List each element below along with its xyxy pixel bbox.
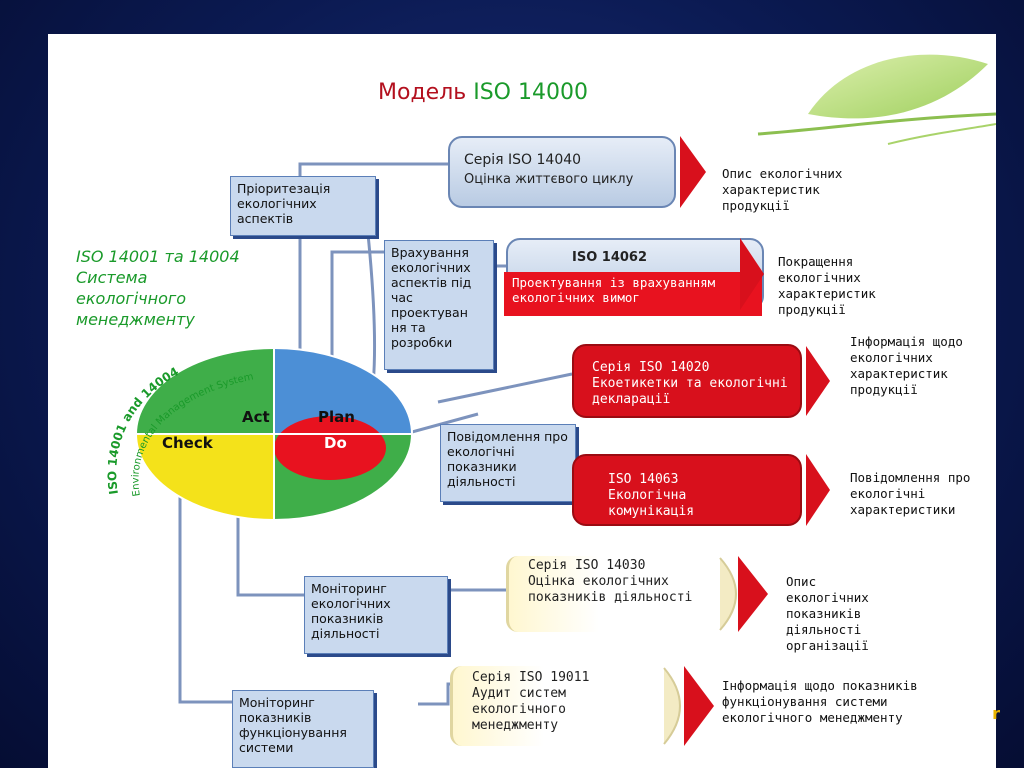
result-19011: Інформація щодо показників функціонуванн… [722,678,918,725]
iso-14063-title: ISO 14063 [608,472,679,487]
result-14040: Опис екологічних характеристик продукції [722,166,843,213]
iso-14020-title: Серія ISO 14020 [592,360,710,375]
arrow-14020 [806,346,830,416]
result-14020: Інформація щодо екологічних характеристи… [850,334,963,397]
arrow-14030-red [738,556,768,632]
arrow-14040 [680,136,706,208]
plan-label: Plan [318,408,355,426]
side-label: ISO 14001 та 14004 Система екологічного … [76,247,240,329]
do-label: Do [324,434,347,452]
result-14063: Повідомлення про екологічні характеристи… [850,470,971,517]
iso-14020-subtitle: Екоетикетки та екологічні декларації [592,376,788,407]
iso-14040-subtitle: Оцінка життєвого циклу [464,172,634,187]
arrow-14063 [806,454,830,526]
iso-14040-title: Серія ISO 14040 [464,152,582,168]
box-communication: Повідомлення про екологічні показники ді… [440,424,576,502]
do-highlight [274,416,386,480]
pill-iso-14040 [448,136,676,208]
box-monitoring-performance: Моніторинг екологічних показників діяльн… [304,576,448,654]
pill-iso-14030 [506,556,734,632]
box-prioritization: Пріоритезація екологічних аспектів [230,176,376,236]
iso-14062-subtitle: Проектування із врахуванням екологічних … [504,272,762,316]
act-label: Act [242,408,270,426]
iso-14030-title: Серія ISO 14030 [528,558,646,573]
box-monitoring-functioning: Моніторинг показників функціонування сис… [232,690,374,768]
arrow-14062 [740,238,764,310]
iso-19011-title: Серія ISO 19011 [472,670,590,685]
corner-glyph: r [992,704,1000,723]
result-14062: Покращення екологічних характеристик про… [778,254,876,317]
pill-iso-19011 [450,666,680,746]
arrow-19011 [663,667,681,745]
result-14030: Опис екологічних показників діяльності о… [786,574,869,653]
slide-canvas: Модель ISO 14000 ISO 14001 та 14004 Сист… [48,34,996,768]
iso-19011-subtitle: Аудит систем екологічного менеджменту [472,686,566,733]
pdca-cycle: Act Plan Check Do ISO 14001 and 14004 En… [105,347,413,521]
iso-14062-title: ISO 14062 [572,250,648,265]
iso-14030-subtitle: Оцінка екологічних показників діяльності [528,574,693,605]
pill-iso-14020 [572,344,802,418]
iso-14063-subtitle: Екологічна комунікація [608,488,695,519]
page-title: Модель ISO 14000 [378,80,588,105]
arrow-14030 [719,557,737,631]
pill-iso-14063 [572,454,802,526]
arrow-19011-red [684,666,714,746]
leaf-decoration [757,54,996,145]
check-label: Check [162,434,214,452]
box-design-aspects: Врахування екологічних аспектів під час … [384,240,494,370]
